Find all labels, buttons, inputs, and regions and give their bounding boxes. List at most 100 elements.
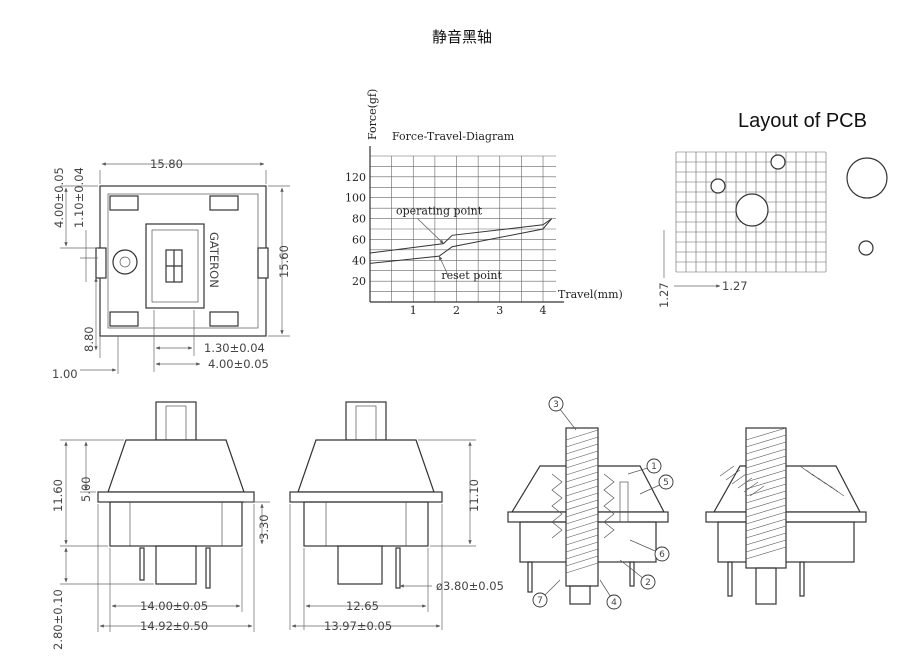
hatch-line — [745, 455, 787, 469]
front-view: 11.60 5.00 2.80±0.10 3.30 14.00±0.05 14.… — [51, 401, 271, 650]
callout-number: 7 — [537, 596, 543, 606]
pcb-pitch-horizontal: 1.27 — [722, 279, 748, 293]
hatch-line — [565, 548, 599, 560]
front-height-label: 11.60 — [51, 479, 65, 512]
y-axis-label: Force(gf) — [366, 89, 379, 140]
x-tick-label: 3 — [496, 304, 503, 317]
hatch-line — [743, 481, 759, 493]
hatch-line — [829, 485, 845, 497]
y-tick-label: 40 — [352, 254, 366, 267]
pcb-hole-outer-small — [858, 240, 874, 256]
hatch-line — [745, 469, 787, 483]
page-title: 静音黑轴 — [431, 28, 492, 46]
side-height-label: 11.10 — [467, 479, 481, 512]
top-left-dim-4: 1.00 — [52, 367, 78, 381]
annotation-operating-point: operating point — [396, 204, 483, 217]
y-tick-label: 20 — [352, 275, 366, 288]
pcb-hole-center — [735, 193, 769, 227]
hatch-line — [737, 477, 753, 489]
hatch-line — [745, 490, 787, 504]
x-tick-label: 2 — [453, 304, 460, 317]
hatch-line — [745, 476, 787, 490]
front-width-outer: 14.92±0.50 — [140, 619, 208, 633]
hatch-line — [565, 492, 599, 504]
chart-grid — [369, 146, 564, 303]
hatch-line — [565, 520, 599, 532]
hatch-line — [745, 427, 787, 441]
hatch-line — [565, 457, 599, 469]
hatch-line — [565, 478, 599, 490]
side-view: 11.10 ø3.80±0.05 12.65 13.97±0.05 — [289, 401, 504, 633]
pcb-layout-title: Layout of PCB — [738, 110, 867, 132]
top-bottom-dim-1: 1.30±0.04 — [204, 341, 265, 355]
pcb-layout: 1.27 1.27 — [657, 151, 888, 308]
pcb-hole-small-1 — [710, 178, 726, 194]
hatch-line — [745, 462, 787, 476]
top-height-label: 15.60 — [277, 245, 291, 278]
hatch-line — [565, 443, 599, 455]
hatch-line — [565, 541, 599, 553]
side-width-inner: 12.65 — [346, 599, 379, 613]
top-width-label: 15.80 — [150, 157, 183, 171]
hatch-line — [745, 497, 787, 511]
hatch-line — [745, 532, 787, 546]
annotation-reset-point: reset point — [441, 269, 502, 282]
brand-label: GATERON — [207, 232, 221, 288]
hatch-line — [565, 562, 599, 574]
x-axis-label: Travel(mm) — [558, 288, 623, 301]
hatch-line — [565, 513, 599, 525]
hatch-line — [745, 539, 787, 553]
pcb-hole-outer-large — [846, 157, 888, 199]
x-tick-label: 1 — [410, 304, 417, 317]
y-tick-label: 100 — [345, 192, 366, 205]
callout-circle — [532, 592, 548, 608]
hatch-line — [745, 448, 787, 462]
section-hatch — [565, 429, 599, 574]
front-mid-label: 5.00 — [79, 476, 93, 502]
top-view: GATERON 15.80 15.60 4.00±0.05 1.10±0.04 … — [52, 157, 291, 381]
hatch-line — [745, 504, 787, 518]
hatch-line — [565, 471, 599, 483]
callout-number: 2 — [645, 578, 651, 588]
hatch-line — [745, 546, 787, 560]
hatch-line — [745, 441, 787, 455]
hatch-line — [745, 518, 787, 532]
callout-number: 4 — [611, 598, 617, 608]
x-tick-label: 4 — [540, 304, 547, 317]
callout-circle — [548, 396, 564, 412]
series-line-1 — [369, 218, 552, 254]
section-alt-hatch — [719, 427, 845, 560]
pcb-pitch-vertical: 1.27 — [657, 282, 671, 308]
callout-number: 6 — [659, 550, 665, 560]
y-tick-label: 80 — [352, 213, 366, 226]
callout-number: 3 — [553, 400, 559, 410]
callout-circle — [606, 594, 622, 610]
front-pin-label: 3.30 — [257, 514, 271, 540]
pcb-hole-small-2 — [770, 154, 786, 170]
hatch-line — [565, 464, 599, 476]
series-line-2 — [369, 218, 553, 264]
side-width-outer: 13.97±0.05 — [324, 619, 392, 633]
callout-circle — [640, 574, 656, 590]
top-left-dim-2: 1.10±0.04 — [72, 167, 86, 228]
hatch-line — [565, 506, 599, 518]
callout-number: 5 — [663, 478, 669, 488]
hatch-line — [731, 473, 747, 485]
front-stem-label: 2.80±0.10 — [51, 589, 65, 650]
callout-circle — [654, 546, 670, 562]
operating-point-leader — [417, 218, 444, 244]
hatch-line — [565, 450, 599, 462]
top-left-dim-3: 8.80 — [82, 326, 96, 352]
hatch-line — [565, 527, 599, 539]
hatch-line — [565, 485, 599, 497]
hatch-line — [565, 555, 599, 567]
side-post-label: ø3.80±0.05 — [436, 579, 504, 593]
chart-series — [369, 218, 553, 264]
top-left-dim-1: 4.00±0.05 — [52, 167, 66, 228]
annotation-leaders — [417, 218, 449, 276]
hatch-line — [745, 434, 787, 448]
hatch-line — [745, 511, 787, 525]
